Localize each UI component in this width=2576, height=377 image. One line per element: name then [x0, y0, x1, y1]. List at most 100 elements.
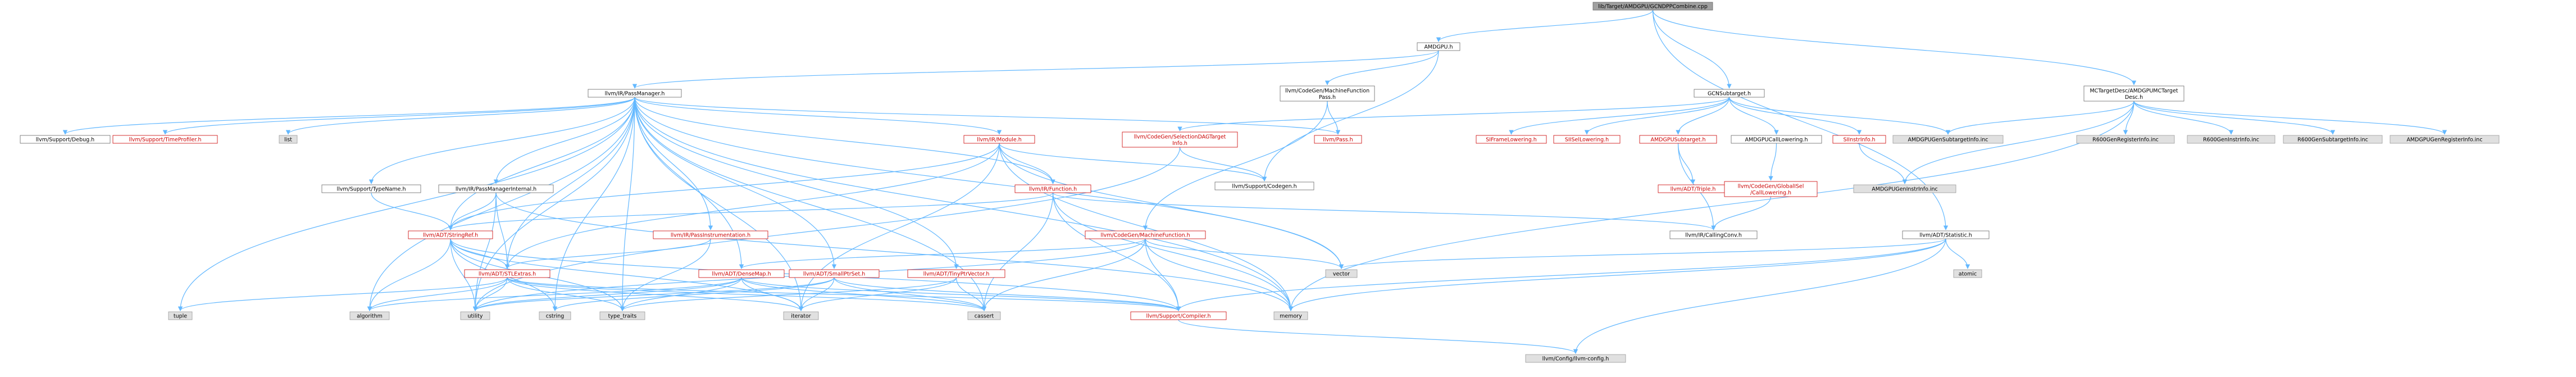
edge-gcnsubtarget-to-siinstrinfo — [1728, 97, 1862, 135]
node-label: type_traits — [608, 314, 637, 320]
node-box — [321, 184, 421, 193]
edge-densemap-to-utility — [472, 277, 742, 311]
node-calllowering[interactable]: AMDGPUCallLowering.h — [1731, 135, 1822, 144]
node-label: llvm/Support/TypeName.h — [337, 187, 406, 193]
node-r600genregister: R600GenRegisterInfo.inc — [2076, 135, 2175, 144]
edge-gcnsubtarget-to-framelowering — [1509, 97, 1730, 135]
node-machinefunction[interactable]: llvm/CodeGen/MachineFunction.h — [1085, 230, 1206, 239]
node-typename[interactable]: llvm/Support/TypeName.h — [321, 184, 421, 193]
node-box — [1476, 135, 1547, 144]
node-tinyptrvector[interactable]: llvm/ADT/TinyPtrVector.h — [907, 269, 1005, 278]
edge-stlextras-to-algorithm — [367, 277, 508, 311]
edge-mctargetdesc-to-amdgpugenregister — [2133, 101, 2447, 135]
node-box — [1525, 354, 1626, 363]
node-label: SIFrameLowering.h — [1486, 137, 1537, 143]
node-pminternal[interactable]: llvm/IR/PassManagerInternal.h — [438, 184, 554, 193]
node-box — [967, 311, 1001, 320]
node-label: llvm/CodeGen/MachineFunction — [1285, 88, 1369, 94]
edge-mctargetdesc-to-gensubtargetinfo — [1945, 101, 2134, 135]
node-box — [460, 311, 490, 320]
edge-root-to-amdgpu_h — [1436, 10, 1654, 42]
node-statistic[interactable]: llvm/ADT/Statistic.h — [1902, 230, 1990, 239]
node-support_debug[interactable]: llvm/Support/Debug.h — [20, 135, 111, 144]
edge-passmanager-to-cassert — [634, 97, 987, 311]
node-smallptrset[interactable]: llvm/ADT/SmallPtrSet.h — [789, 269, 880, 278]
node-label: cstring — [546, 314, 565, 320]
node-label: llvm/ADT/TinyPtrVector.h — [923, 271, 990, 278]
node-codegen_support[interactable]: llvm/Support/Codegen.h — [1214, 181, 1314, 190]
node-label: algorithm — [357, 314, 383, 320]
node-box — [438, 184, 554, 193]
edge-seldag-to-codegen_support — [1179, 147, 1267, 181]
node-irmodule[interactable]: llvm/IR/Module.h — [963, 135, 1035, 144]
node-triple[interactable]: llvm/ADT/Triple.h — [1658, 184, 1728, 193]
node-label: llvm/ADT/SmallPtrSet.h — [803, 271, 866, 278]
node-label: llvm/IR/PassManagerInternal.h — [456, 187, 536, 193]
node-root[interactable]: lib/Target/AMDGPU/GCNDPPCombine.cpp — [1592, 2, 1713, 11]
node-label: llvm/CodeGen/SelectionDAGTarget — [1134, 134, 1226, 140]
edge-passmanager-to-timeprofiler — [162, 97, 635, 135]
node-label: llvm/IR/CallingConv.h — [1685, 233, 1742, 239]
node-pass_h[interactable]: llvm/Pass.h — [1314, 135, 1362, 144]
node-passmanager[interactable]: llvm/IR/PassManager.h — [588, 89, 682, 98]
node-label: llvm/Config/llvm-config.h — [1542, 356, 1609, 362]
node-amdgpusubtarget[interactable]: AMDGPUSubtarget.h — [1639, 135, 1717, 144]
node-box — [2076, 135, 2175, 144]
edge-mfpass-to-pass_h — [1327, 101, 1341, 135]
node-box — [2390, 135, 2500, 144]
edge-globalisel-to-callingconv — [1711, 196, 1772, 230]
node-box — [1694, 89, 1765, 98]
node-globalisel[interactable]: llvm/CodeGen/GlobalISel/CallLowering.h — [1724, 181, 1818, 197]
node-label: R600GenRegisterInfo.inc — [2092, 137, 2159, 143]
edge-passmanager-to-memory — [634, 97, 1294, 311]
node-box — [588, 89, 682, 98]
edge-irmodule-to-irfunction — [999, 143, 1055, 184]
edge-passmanager-to-stlextras — [504, 97, 635, 269]
node-irfunction[interactable]: llvm/IR/Function.h — [1014, 184, 1091, 193]
node-amdgpugenregister: AMDGPUGenRegisterInfo.inc — [2390, 135, 2500, 144]
node-box — [1853, 184, 1956, 193]
node-iterator: iterator — [783, 311, 819, 320]
edge-passmanager-to-pminternal — [493, 97, 635, 184]
node-siinstrinfo[interactable]: SIInstrInfo.h — [1832, 135, 1886, 144]
edge-amdgpu_h-to-mfpass — [1325, 50, 1439, 85]
node-densemap[interactable]: llvm/ADT/DenseMap.h — [698, 269, 785, 278]
node-type_traits: type_traits — [599, 311, 645, 320]
node-callingconv[interactable]: llvm/IR/CallingConv.h — [1669, 230, 1758, 239]
node-isellowering[interactable]: SIISelLowering.h — [1553, 135, 1621, 144]
node-timeprofiler[interactable]: llvm/Support/TimeProfiler.h — [112, 135, 218, 144]
node-label: R600GenSubtargetInfo.inc — [2297, 137, 2368, 143]
edge-stlextras-to-type_traits — [507, 277, 625, 311]
edge-statistic-to-atomic — [1945, 238, 1970, 269]
node-label: llvm/ADT/STLExtras.h — [479, 271, 536, 278]
edge-pminternal-to-stlextras — [495, 192, 510, 269]
edge-gcnsubtarget-to-calllowering — [1728, 97, 1779, 135]
edge-root-to-mctargetdesc — [1652, 10, 2137, 85]
node-label: AMDGPUGenSubtargetInfo.inc — [1908, 137, 1988, 143]
node-cassert: cassert — [967, 311, 1001, 320]
node-stlextras[interactable]: llvm/ADT/STLExtras.h — [464, 269, 550, 278]
node-cstring: cstring — [539, 311, 571, 320]
node-gcnsubtarget[interactable]: GCNSubtarget.h — [1694, 89, 1765, 98]
node-box — [599, 311, 645, 320]
dependency-edges — [63, 10, 2447, 354]
edge-machinefunction-to-compiler — [1145, 238, 1181, 311]
node-box — [698, 269, 785, 278]
node-passinstr[interactable]: llvm/IR/PassInstrumentation.h — [653, 230, 768, 239]
node-stringref[interactable]: llvm/ADT/StringRef.h — [408, 230, 493, 239]
node-label: llvm/CodeGen/MachineFunction.h — [1100, 233, 1190, 239]
edge-passmanager-to-stringref — [448, 97, 635, 230]
node-framelowering[interactable]: SIFrameLowering.h — [1476, 135, 1547, 144]
node-compiler[interactable]: llvm/Support/Compiler.h — [1130, 311, 1227, 320]
edge-machinefunction-to-vector — [1145, 238, 1344, 269]
node-box — [1669, 230, 1758, 239]
node-label: llvm/Support/Compiler.h — [1146, 314, 1210, 320]
node-amdgpugeninstr: AMDGPUGenInstrInfo.inc — [1853, 184, 1956, 193]
edge-irfunction-to-callingconv — [1052, 192, 1716, 230]
node-label: AMDGPUCallLowering.h — [1745, 137, 1808, 143]
node-amdgpu_h[interactable]: AMDGPU.h — [1417, 42, 1460, 51]
node-box — [1130, 311, 1227, 320]
